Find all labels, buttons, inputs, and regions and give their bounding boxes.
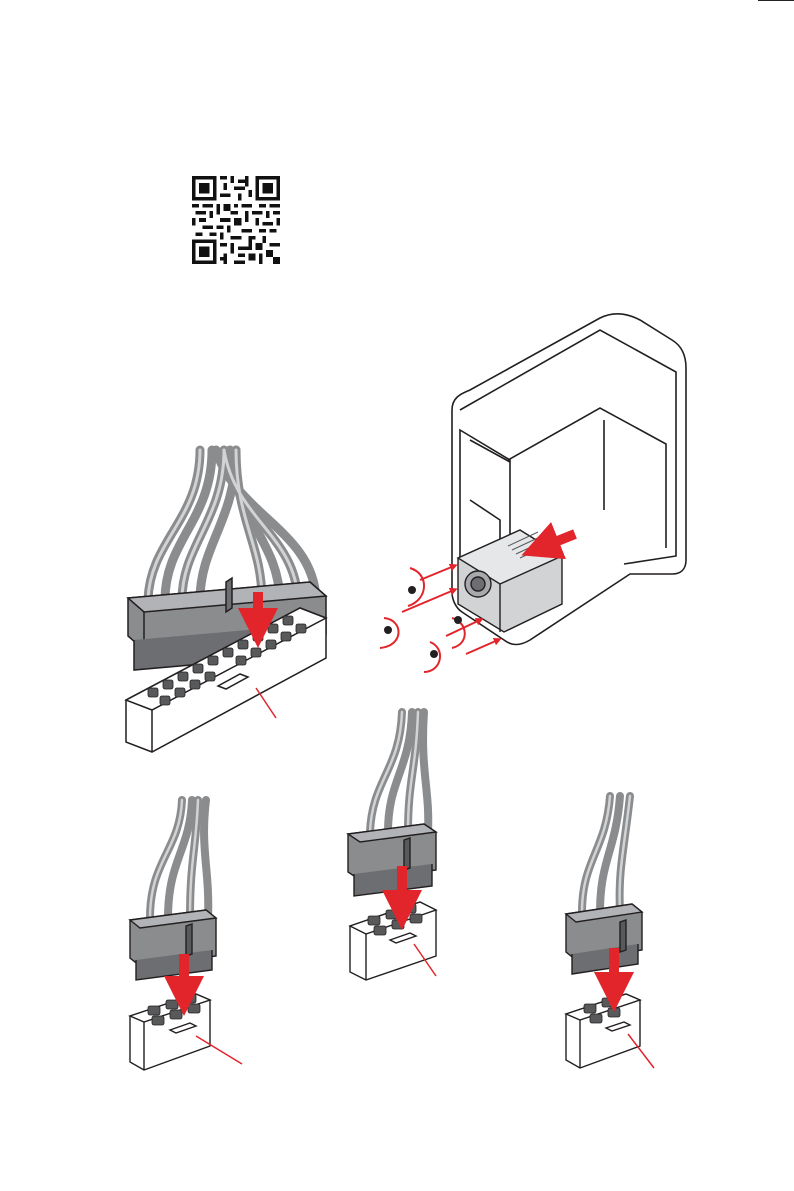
cpu-8pin-connector-figure: [130, 800, 242, 1070]
screws: [384, 586, 462, 658]
pcie-6pin-connector-figure: [566, 796, 654, 1068]
atx-callout-line: [256, 688, 276, 718]
callout-line-1: [196, 1036, 242, 1064]
psu-install-figure: [380, 314, 686, 672]
cpu-8pin-connector-figure-2: [348, 712, 436, 980]
atx-24pin-connector-figure: [126, 450, 326, 752]
callout-line-3: [628, 1034, 654, 1068]
